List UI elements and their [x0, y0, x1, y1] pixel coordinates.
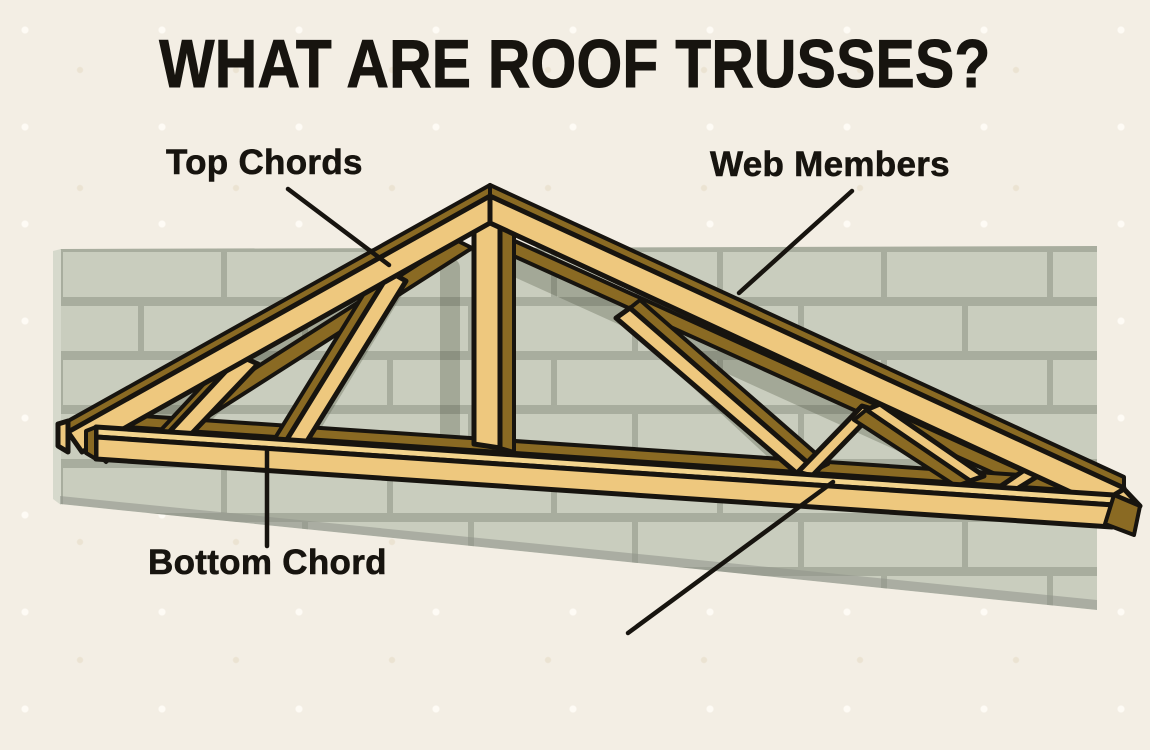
- label-web-members: Web Members: [710, 145, 950, 184]
- leader-line-web-members: [736, 188, 855, 296]
- wall-left-edge: [53, 249, 61, 505]
- bottom-chord-left-cap: [84, 425, 98, 461]
- page-title: WHAT ARE ROOF TRUSSES?: [159, 26, 991, 102]
- leader-line-extra: [625, 479, 836, 636]
- label-top-chords: Top Chords: [166, 143, 363, 182]
- web-member-side: [852, 408, 972, 488]
- leader-lines: [264, 186, 855, 636]
- king-post: [471, 209, 516, 454]
- king-post-front: [471, 209, 503, 451]
- bottom-chord-right-end: [1103, 493, 1142, 537]
- leader-line-top-chords: [285, 186, 392, 268]
- label-bottom-chord: Bottom Chord: [148, 543, 387, 582]
- top-chord-left-end: [55, 418, 71, 455]
- wall-bottom-shading: [60, 496, 1097, 610]
- top-chords: [55, 183, 1127, 517]
- bottom-chord: [84, 424, 1143, 537]
